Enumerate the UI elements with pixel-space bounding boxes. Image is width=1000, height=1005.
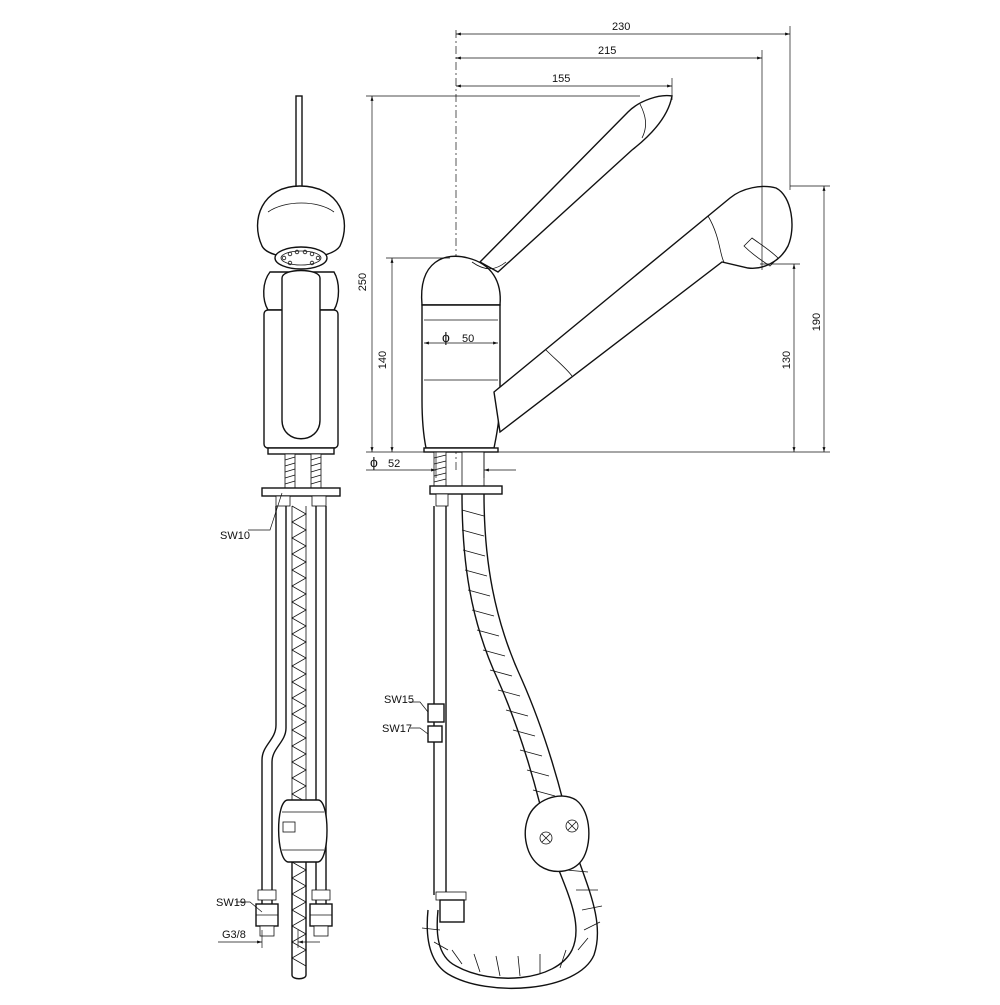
spout-head-split bbox=[707, 215, 725, 263]
callout-g38: G3/8 bbox=[222, 929, 246, 941]
valve-sw15 bbox=[427, 703, 445, 723]
dim-155: 155 bbox=[552, 73, 570, 85]
dim-190: 190 bbox=[811, 313, 823, 331]
body-base bbox=[267, 447, 335, 455]
body bbox=[421, 304, 501, 449]
front-callouts: SW15 SW17 bbox=[382, 694, 429, 735]
aerator-ring bbox=[274, 246, 328, 270]
dim-230: 230 bbox=[612, 21, 630, 33]
mounting-plate bbox=[261, 487, 341, 497]
spout bbox=[493, 185, 793, 434]
side-hose-spiral bbox=[291, 505, 307, 803]
front-view bbox=[421, 30, 793, 989]
dim-250: 250 bbox=[357, 273, 369, 291]
dim-140: 140 bbox=[377, 351, 389, 369]
hose-weight bbox=[277, 799, 328, 863]
supply-tube-left-inner bbox=[271, 506, 287, 905]
dim-diam-52: 52 bbox=[388, 458, 400, 470]
dimensions: 230 215 155 250 140 190 130 ϕ 50 bbox=[357, 21, 830, 478]
lever-dome bbox=[421, 255, 501, 306]
sw17-leader bbox=[410, 727, 429, 735]
side-callouts: SW10 SW19 G3/8 bbox=[216, 492, 320, 948]
valve-sw17 bbox=[427, 725, 443, 743]
callout-sw15: SW15 bbox=[384, 694, 414, 706]
callout-sw17: SW17 bbox=[382, 723, 412, 735]
threaded-studs bbox=[284, 453, 322, 489]
diameter-symbol-50: ϕ bbox=[442, 329, 450, 345]
callout-sw10: SW10 bbox=[220, 530, 250, 542]
side-view bbox=[255, 95, 346, 980]
front-mounting-plate bbox=[429, 485, 503, 495]
callout-sw19: SW19 bbox=[216, 897, 246, 909]
diameter-symbol-52: ϕ bbox=[370, 454, 378, 470]
sw10-leader bbox=[248, 492, 283, 531]
sw19-leader bbox=[236, 901, 263, 913]
aerator-holes bbox=[281, 249, 321, 266]
dim-130: 130 bbox=[781, 351, 793, 369]
dim-diam-50: 50 bbox=[462, 333, 474, 345]
sw15-leader bbox=[410, 701, 429, 713]
spout-nozzle bbox=[743, 237, 779, 267]
spout-joint bbox=[545, 349, 573, 377]
spout-loop bbox=[281, 269, 321, 440]
front-fitting bbox=[439, 899, 465, 923]
dim-215: 215 bbox=[598, 45, 616, 57]
front-hose-weight bbox=[524, 795, 590, 873]
supply-tube-left-outer bbox=[261, 506, 277, 905]
lower-hose bbox=[291, 861, 307, 967]
lever bbox=[478, 94, 673, 273]
lever-rod bbox=[295, 95, 303, 189]
hose-spiral bbox=[421, 509, 603, 977]
hose-inner bbox=[426, 493, 599, 989]
